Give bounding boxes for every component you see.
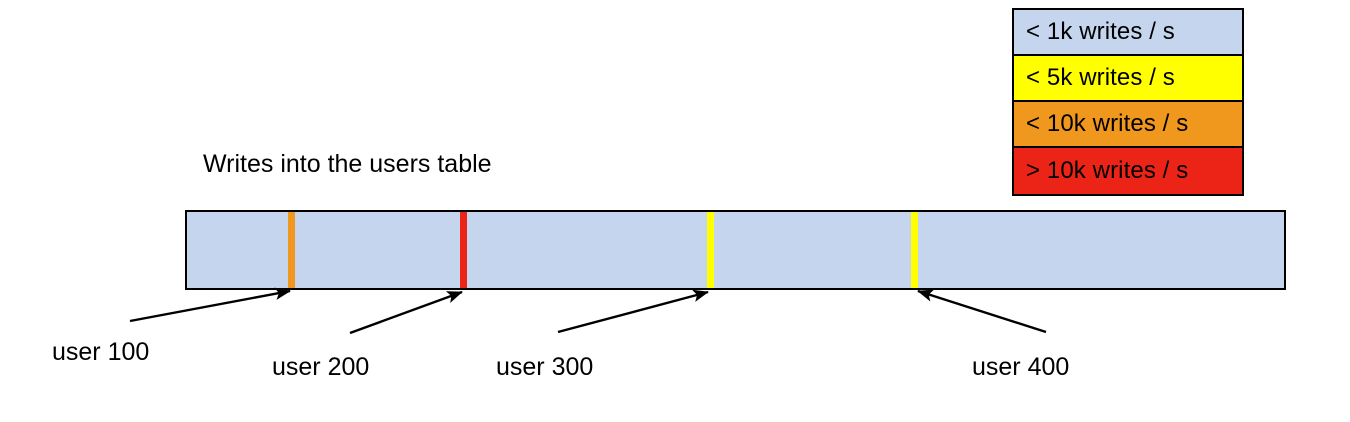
- arrow-user-300: [557, 289, 709, 334]
- user-400-stripe: [911, 212, 918, 288]
- legend-item-low: < 1k writes / s: [1014, 10, 1242, 56]
- user-300-stripe: [707, 212, 714, 288]
- annotation-label-user-400: user 400: [972, 353, 1070, 381]
- legend-item-high: < 10k writes / s: [1014, 102, 1242, 148]
- legend-item-label: < 1k writes / s: [1026, 18, 1175, 45]
- user-100-stripe: [288, 212, 295, 288]
- legend-item-very-high: > 10k writes / s: [1014, 148, 1242, 194]
- arrow-user-200: [349, 290, 463, 335]
- arrow-user-400: [917, 289, 1047, 334]
- users-table-bar: [185, 210, 1286, 290]
- bar-fill: [187, 212, 1284, 288]
- writes-legend: < 1k writes / s < 5k writes / s < 10k wr…: [1012, 8, 1244, 196]
- legend-item-label: > 10k writes / s: [1026, 157, 1189, 184]
- annotation-label-user-200: user 200: [272, 353, 370, 381]
- annotation-label-user-300: user 300: [496, 353, 594, 381]
- diagram-caption: Writes into the users table: [203, 150, 492, 178]
- legend-item-label: < 10k writes / s: [1026, 110, 1189, 137]
- user-200-stripe: [460, 212, 467, 288]
- arrow-user-100: [129, 287, 291, 323]
- annotation-label-user-100: user 100: [52, 338, 150, 366]
- legend-item-label: < 5k writes / s: [1026, 64, 1175, 91]
- legend-item-medium: < 5k writes / s: [1014, 56, 1242, 102]
